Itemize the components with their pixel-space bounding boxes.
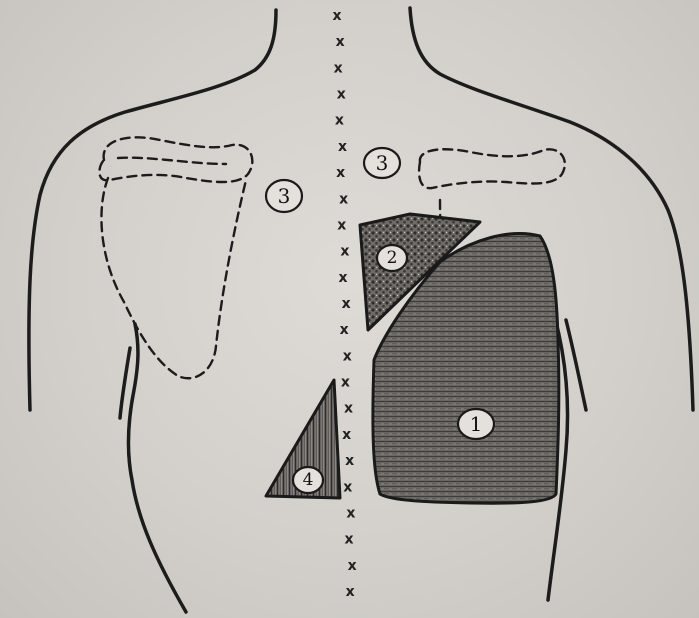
spine-marker: x xyxy=(344,532,353,548)
spine-marker: x xyxy=(348,558,357,574)
spine-marker: x xyxy=(336,165,345,181)
label-area-2: 2 xyxy=(377,245,407,271)
label-area-1-text: 1 xyxy=(470,412,483,436)
label-area-2-text: 2 xyxy=(387,248,398,268)
right-arm-inner-outline xyxy=(566,320,586,410)
spine-marker: x xyxy=(346,506,355,522)
spine-marker: x xyxy=(332,8,341,24)
label-area-4: 4 xyxy=(293,467,323,493)
spine-marker: x xyxy=(341,375,350,391)
label-area-3-left: 3 xyxy=(266,180,302,212)
right-clavicle-outline xyxy=(419,149,565,188)
label-area-3-left-text: 3 xyxy=(278,184,291,208)
left-scapula-outline xyxy=(101,178,246,378)
spine-marker: x xyxy=(343,348,352,364)
spine-marker: x xyxy=(336,34,345,50)
spine-marker: x xyxy=(343,479,352,495)
label-area-3-center: 3 xyxy=(364,148,400,178)
spine-marker: x xyxy=(340,322,349,338)
spine-marker: x xyxy=(340,244,349,260)
spine-marker: x xyxy=(344,401,353,417)
spine-marker: x xyxy=(338,139,347,155)
spine-marker: x xyxy=(339,191,348,207)
spine-marker: x xyxy=(342,296,351,312)
left-clavicle-outline xyxy=(99,137,252,182)
spine-marker: x xyxy=(342,427,351,443)
spine-marker: x xyxy=(338,270,347,286)
spine-marker: x xyxy=(345,453,354,469)
left-torso-outline xyxy=(128,324,186,612)
spine-marker: x xyxy=(334,60,343,76)
spine-marker: x xyxy=(346,584,355,600)
spine-marker: x xyxy=(337,218,346,234)
left-clavicle-inner xyxy=(118,158,226,164)
spine-marker: x xyxy=(337,87,346,103)
label-area-1: 1 xyxy=(458,409,494,439)
label-area-3-center-text: 3 xyxy=(376,151,389,175)
label-area-4-text: 4 xyxy=(303,470,314,490)
spine-marker: x xyxy=(335,113,344,129)
left-arm-inner-outline xyxy=(120,348,130,418)
